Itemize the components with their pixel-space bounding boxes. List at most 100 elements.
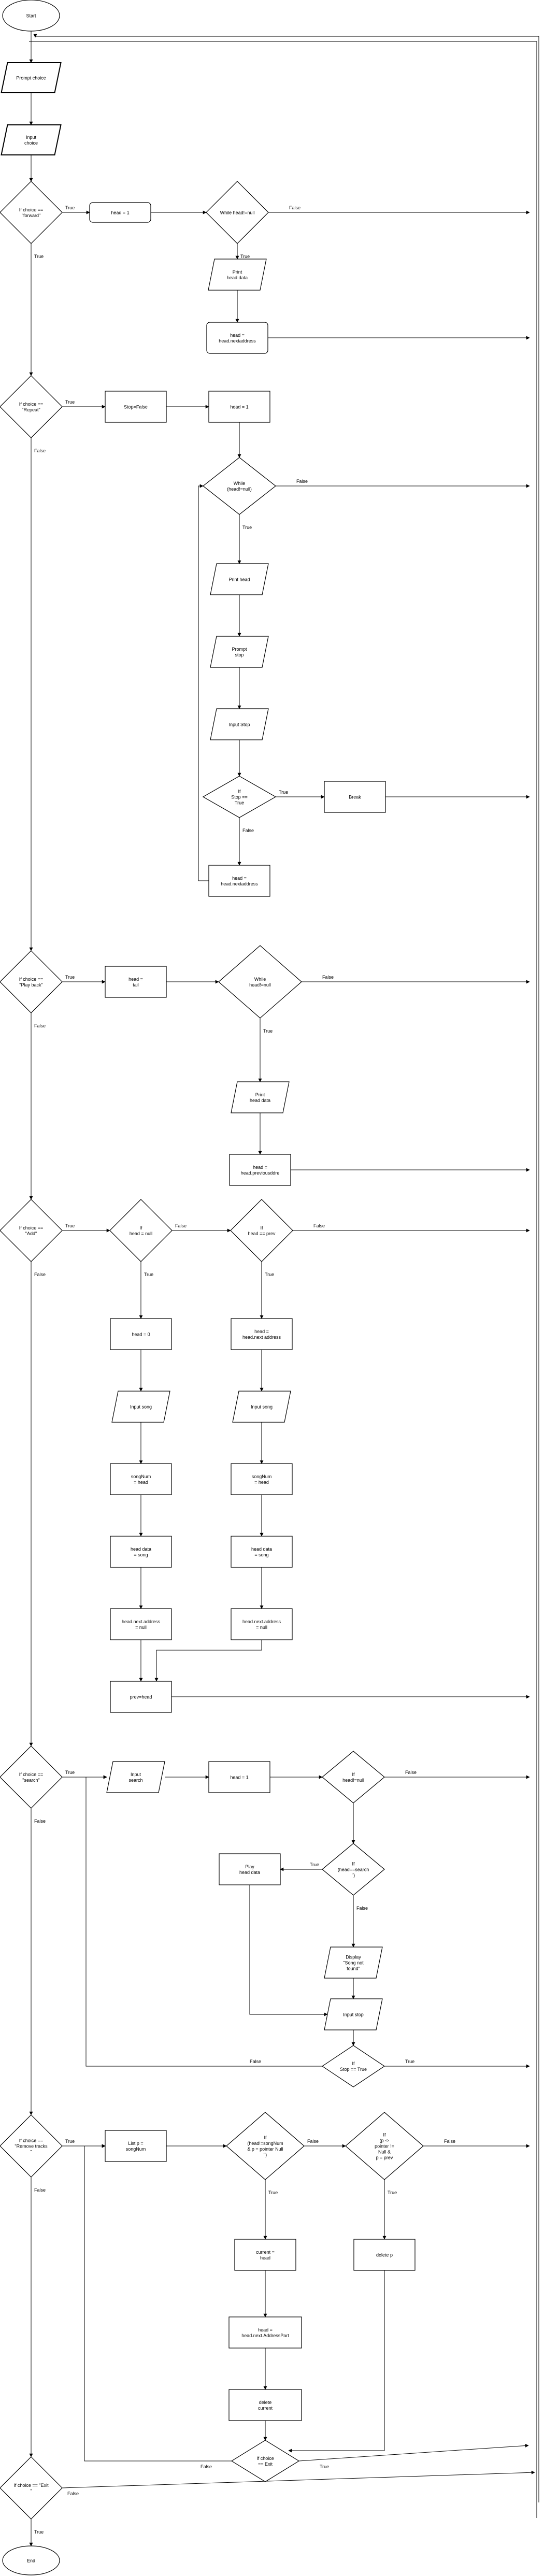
node-label: (p -> bbox=[380, 2138, 390, 2143]
node-label: prev=head bbox=[130, 1695, 152, 1700]
node-if-remove: If choice =="Remove tracks" bbox=[0, 2114, 63, 2178]
node-label: head.nextaddress bbox=[221, 881, 258, 886]
node-add-null-a: head.next.address= null bbox=[110, 1608, 172, 1640]
process-shape bbox=[89, 202, 151, 223]
node-label: Print bbox=[233, 269, 242, 275]
connector-label: False bbox=[34, 448, 46, 453]
node-add-data-a: head data= song bbox=[110, 1536, 172, 1568]
process-shape bbox=[208, 865, 270, 897]
node-label: tail bbox=[133, 982, 139, 988]
node-label: If choice == bbox=[19, 402, 44, 407]
node-label: head = bbox=[253, 1165, 267, 1170]
node-label: "Add" bbox=[25, 1231, 37, 1236]
connector-label: False bbox=[356, 1906, 368, 1911]
decision-shape bbox=[206, 181, 269, 244]
node-label: Start bbox=[26, 13, 36, 19]
connector-label: True bbox=[65, 1770, 75, 1775]
node-prompt-choice: Prompt choice bbox=[1, 62, 62, 93]
io-shape bbox=[210, 708, 269, 740]
node-label: Prompt bbox=[232, 647, 247, 652]
node-label: head = bbox=[258, 2327, 273, 2332]
connector-srch-play-to-srch-input-stop bbox=[249, 1885, 328, 2016]
node-rep-break: Break bbox=[324, 781, 386, 813]
connector-srch-if-stop-to-srch-input bbox=[85, 1775, 322, 2067]
node-rm-delete-p: delete p bbox=[353, 2239, 416, 2271]
node-label: head.nextaddress bbox=[219, 338, 256, 344]
node-label: songNum bbox=[126, 2146, 146, 2152]
node-label: head.next.address bbox=[242, 1619, 281, 1624]
node-rm-if-exit: If choice== Exit bbox=[231, 2440, 300, 2482]
node-label: While head!=null bbox=[220, 210, 255, 216]
node-label: head = 0 bbox=[132, 1332, 150, 1337]
node-label: If bbox=[352, 1862, 355, 1867]
node-srch-input-stop: Input stop bbox=[324, 1998, 383, 2030]
node-label: " bbox=[30, 2150, 32, 2155]
connector-rep-next-to-rep-while bbox=[198, 484, 209, 881]
connector-label: True bbox=[34, 254, 44, 259]
connectors bbox=[29, 31, 539, 2546]
process-shape bbox=[231, 1536, 293, 1568]
node-label: If bbox=[352, 1772, 355, 1777]
node-label: head = bbox=[232, 876, 247, 881]
node-add-data-b: head data= song bbox=[231, 1536, 293, 1568]
connector-label: True bbox=[388, 2190, 397, 2195]
node-label: head.next address bbox=[242, 1335, 281, 1340]
decision-shape bbox=[203, 457, 276, 515]
io-shape bbox=[1, 62, 62, 93]
connector-label: False bbox=[313, 1223, 325, 1228]
node-label: Null & bbox=[378, 2150, 391, 2155]
process-shape bbox=[105, 2130, 167, 2162]
node-rep-input: Input Stop bbox=[210, 708, 269, 740]
node-label: songNum bbox=[252, 1474, 272, 1479]
node-label: current = bbox=[256, 2250, 275, 2255]
node-label: ") bbox=[264, 2152, 267, 2157]
connector-label: True bbox=[65, 2139, 75, 2144]
connector-label: True bbox=[240, 254, 250, 259]
connector-label: True bbox=[320, 2464, 329, 2469]
node-label: Input song bbox=[130, 1405, 152, 1410]
node-label: head data bbox=[239, 1870, 260, 1875]
node-label: If choice == bbox=[19, 977, 44, 982]
node-label: head bbox=[260, 2255, 270, 2260]
node-label: True bbox=[235, 800, 244, 806]
node-label: If choice == bbox=[19, 2138, 44, 2143]
node-label: While bbox=[234, 481, 246, 486]
node-label: List p = bbox=[128, 2141, 143, 2146]
node-srch-if-eq: If(head==search") bbox=[322, 1843, 385, 1896]
node-if-add: If choice =="Add" bbox=[0, 1199, 63, 1262]
process-shape bbox=[234, 2239, 296, 2271]
decision-shape bbox=[0, 2114, 63, 2178]
node-label: (head!=null) bbox=[227, 486, 252, 492]
terminal-shape bbox=[2, 0, 60, 32]
connector-add-null-b-to-add-prev bbox=[154, 1640, 262, 1682]
decision-shape bbox=[0, 375, 63, 438]
node-label: found" bbox=[347, 1966, 360, 1971]
node-label: head = bbox=[230, 333, 245, 338]
node-add-input-b: Input song bbox=[232, 1391, 291, 1423]
node-if-repeat: If choice =="Repeat" bbox=[0, 375, 63, 438]
connector-label: False bbox=[34, 2187, 46, 2193]
node-label: If choice == "Exit bbox=[13, 2483, 49, 2488]
decision-shape bbox=[226, 2112, 305, 2180]
node-label: head.next.AddressPart bbox=[241, 2333, 289, 2338]
node-label: "search" bbox=[22, 1778, 39, 1783]
io-shape bbox=[208, 259, 267, 291]
node-label: head!=null bbox=[342, 1778, 364, 1783]
node-rm-if-p: If(p ->pointer !=Null &p = prev bbox=[345, 2112, 424, 2180]
node-pb-head-tail: head =tail bbox=[105, 966, 167, 998]
node-label: = song bbox=[134, 1552, 148, 1557]
connector-label: False bbox=[67, 2491, 79, 2496]
node-label: "Remove tracks bbox=[15, 2144, 48, 2149]
node-label: head data bbox=[250, 1098, 270, 1103]
node-label: pointer != bbox=[375, 2144, 394, 2149]
connector-label: False bbox=[34, 1272, 46, 1277]
